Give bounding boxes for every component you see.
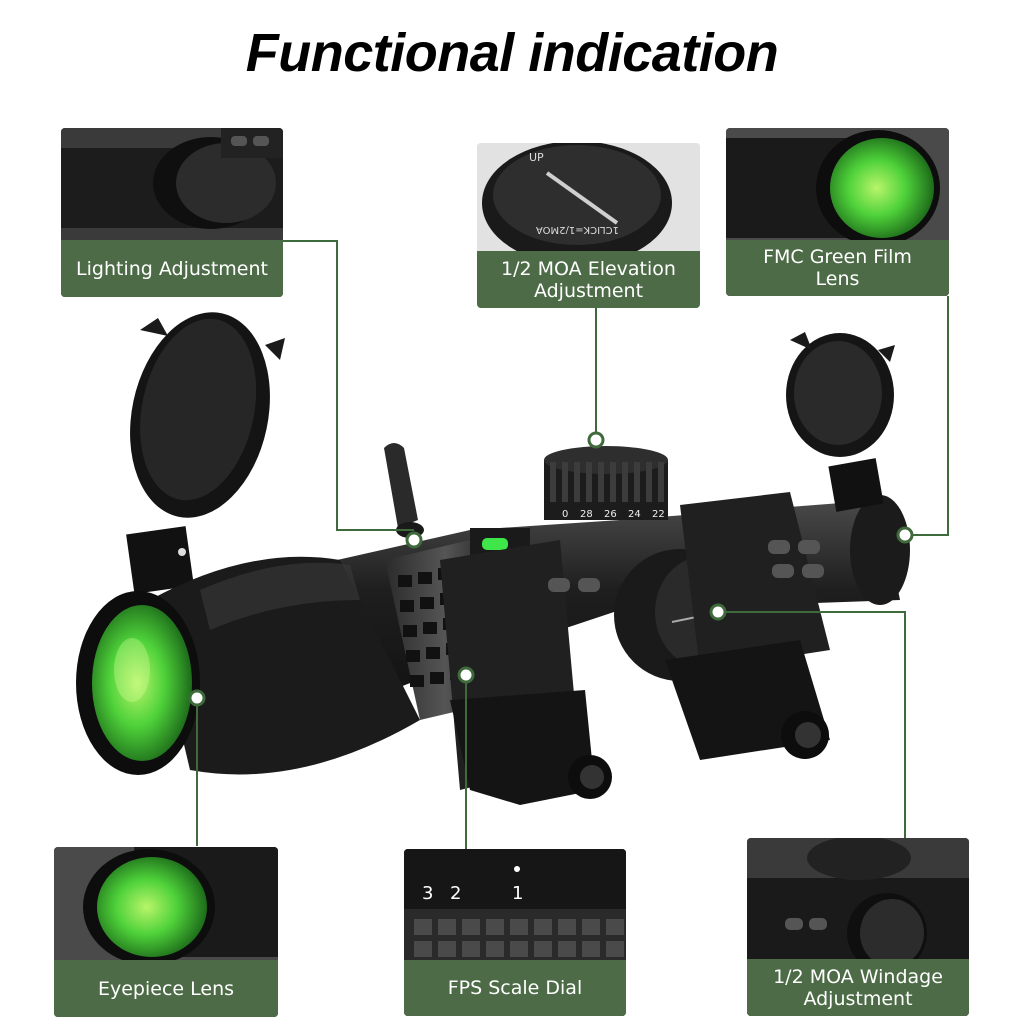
right-ring-mount [665, 492, 830, 760]
leader-dots [188, 431, 914, 707]
eyepiece-flip-cap[interactable] [112, 299, 288, 594]
elevation-up-mark: UP [529, 151, 544, 164]
caption-elevation: 1/2 MOA Elevation Adjustment [501, 257, 676, 302]
leader-windage [718, 611, 906, 838]
elevation-turret[interactable]: 0 28 26 24 22 [544, 446, 668, 520]
turret-num-22: 22 [652, 509, 665, 520]
fps-num-1: 1 [512, 883, 523, 904]
turret-num-0: 0 [562, 509, 568, 520]
caption-eyepiece: Eyepiece Lens [97, 977, 235, 1000]
callout-windage-adjustment: 1/2 MOA Windage Adjustment [747, 838, 969, 1016]
lighting-dial-image [61, 128, 283, 297]
objective-flip-cap[interactable] [786, 332, 910, 605]
throw-lever[interactable] [384, 443, 424, 538]
turret-num-26: 26 [604, 509, 617, 520]
page-title: Functional indication [245, 23, 779, 83]
callout-fps-scale-dial: 3 2 1 FPS Scale Dial [404, 849, 626, 1016]
leader-lens [905, 296, 949, 536]
eyepiece-lens-main [76, 591, 200, 775]
callout-eyepiece-lens: Eyepiece Lens [54, 847, 278, 1017]
leader-lighting [283, 240, 414, 531]
fps-num-3: 3 [422, 883, 433, 904]
left-ring-mount [440, 540, 612, 805]
caption-fps: FPS Scale Dial [447, 977, 583, 999]
caption-windage: 1/2 MOA Windage Adjustment [773, 965, 943, 1010]
callout-fmc-lens: FMC Green Film Lens [726, 128, 949, 296]
turret-num-24: 24 [628, 509, 641, 520]
fps-num-2: 2 [450, 883, 461, 904]
leader-lines [196, 240, 949, 850]
turret-num-28: 28 [580, 509, 593, 520]
callout-lighting-adjustment: Lighting Adjustment [61, 128, 283, 297]
callout-elevation-adjustment: UP 1CLICK=1/2MOA 1/2 MOA Elevation Adjus… [477, 143, 700, 308]
caption-lighting: Lighting Adjustment [76, 257, 268, 280]
elevation-click-mark: 1CLICK=1/2MOA [536, 224, 619, 235]
caption-lens: FMC Green Film Lens [763, 246, 912, 290]
